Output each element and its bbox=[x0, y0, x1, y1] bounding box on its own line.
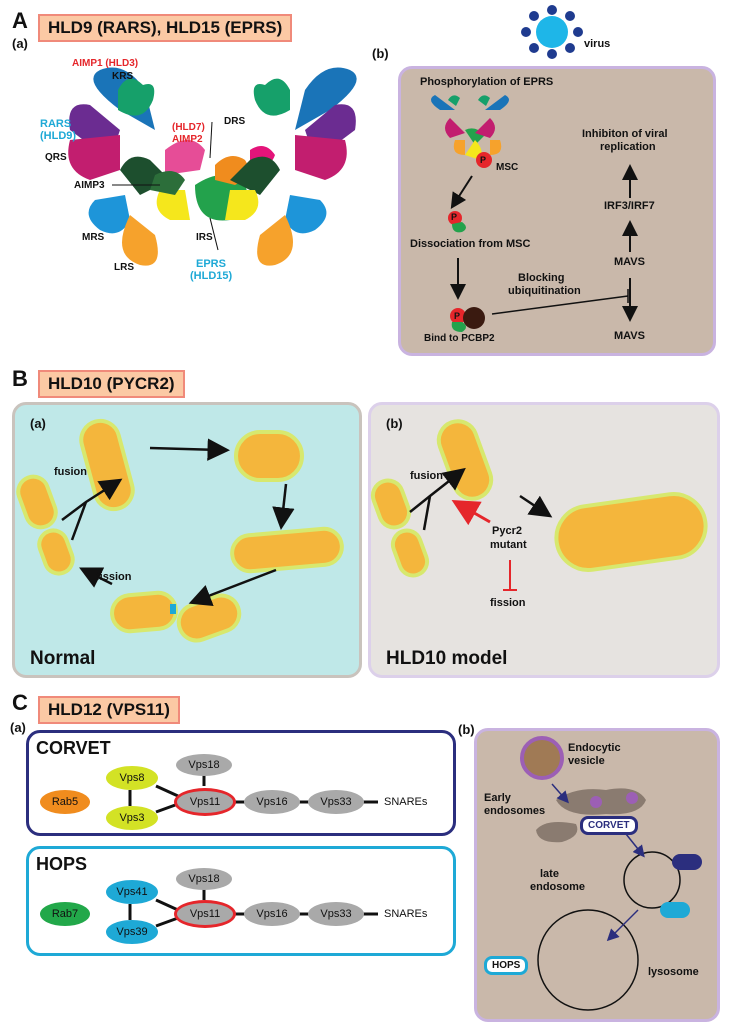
section-a-sub-a: (a) bbox=[12, 36, 28, 51]
fission-label-model: fission bbox=[490, 597, 526, 609]
vps18-node-corvet: Vps18 bbox=[176, 754, 232, 776]
label-rars: RARS bbox=[40, 118, 72, 130]
section-b-title: HLD10 (PYCR2) bbox=[38, 370, 185, 398]
label-qrs: QRS bbox=[45, 152, 67, 163]
mavs-label-2: MAVS bbox=[614, 330, 645, 342]
label-aimp3: AIMP3 bbox=[74, 180, 105, 191]
eprs-pathway-panel bbox=[398, 66, 716, 356]
section-b-sub-b: (b) bbox=[386, 416, 403, 431]
label-hld9: (HLD9) bbox=[40, 130, 77, 142]
mavs-label-1: MAVS bbox=[614, 256, 645, 268]
blocking-label-1: Blocking bbox=[518, 272, 565, 284]
blocking-label-2: ubiquitination bbox=[508, 285, 581, 297]
hops-complex-box bbox=[26, 846, 456, 956]
vps39-node: Vps39 bbox=[106, 920, 158, 944]
normal-label: Normal bbox=[30, 648, 96, 669]
section-a-sub-b: (b) bbox=[372, 46, 389, 61]
snares-label-hops: SNAREs bbox=[384, 908, 428, 920]
section-c-sub-b: (b) bbox=[458, 722, 475, 737]
vps41-node: Vps41 bbox=[106, 880, 158, 904]
virus-label: virus bbox=[584, 38, 611, 50]
corvet-title: CORVET bbox=[36, 738, 111, 758]
bind-label: Bind to PCBP2 bbox=[424, 333, 495, 344]
rab5-node: Rab5 bbox=[40, 790, 90, 814]
vps33-node-corvet: Vps33 bbox=[308, 790, 364, 814]
label-aimp2: AIMP2 bbox=[172, 134, 203, 145]
mutant-label-1: Pycr2 bbox=[492, 525, 522, 537]
vps33-node-hops: Vps33 bbox=[308, 902, 364, 926]
endocytic-label-1: Endocytic bbox=[568, 742, 621, 754]
section-c-letter: C bbox=[12, 690, 28, 715]
phospho-p-1: P bbox=[480, 155, 487, 165]
phospho-label: Phosphorylation of EPRS bbox=[420, 76, 554, 88]
label-drs: DRS bbox=[224, 116, 246, 127]
phospho-p-3: P bbox=[454, 311, 461, 321]
endocytic-label-2: vesicle bbox=[568, 755, 605, 767]
vps18-node-hops: Vps18 bbox=[176, 868, 232, 890]
inhibition-label-1: Inhibiton of viral bbox=[582, 128, 668, 140]
hops-title: HOPS bbox=[36, 854, 88, 874]
hops-tag: HOPS bbox=[484, 956, 529, 975]
section-c-sub-a: (a) bbox=[10, 720, 26, 735]
section-c-title: HLD12 (VPS11) bbox=[38, 696, 180, 724]
early-endosome-label-1: Early bbox=[484, 792, 511, 804]
section-b-letter: B bbox=[12, 366, 28, 391]
section-b-sub-a: (a) bbox=[30, 416, 46, 431]
vps16-node-corvet: Vps16 bbox=[244, 790, 300, 814]
label-krs: KRS bbox=[112, 71, 134, 82]
vps3-node: Vps3 bbox=[106, 806, 158, 830]
snares-label-corvet: SNAREs bbox=[384, 796, 428, 808]
label-mrs: MRS bbox=[82, 232, 105, 243]
early-endosome-label-2: endosomes bbox=[484, 805, 546, 817]
lysosome-label: lysosome bbox=[648, 966, 699, 978]
label-hld15: (HLD15) bbox=[190, 270, 233, 282]
label-hld7: (HLD7) bbox=[172, 122, 205, 133]
msc-label: MSC bbox=[496, 162, 519, 173]
label-irs: IRS bbox=[196, 232, 213, 243]
irf-label: IRF3/IRF7 bbox=[604, 200, 655, 212]
phospho-p-2: P bbox=[451, 212, 458, 222]
vps11-node-hops: Vps11 bbox=[174, 900, 236, 928]
label-aimp1: AIMP1 (HLD3) bbox=[72, 58, 139, 69]
fission-label-normal: fission bbox=[96, 571, 132, 583]
mutant-label-2: mutant bbox=[490, 539, 527, 551]
label-eprs: EPRS bbox=[196, 258, 226, 270]
inhibition-label-2: replication bbox=[600, 141, 656, 153]
rab7-node: Rab7 bbox=[40, 902, 90, 926]
vps16-node-hops: Vps16 bbox=[244, 902, 300, 926]
dissociation-label: Dissociation from MSC bbox=[410, 238, 531, 250]
label-lrs: LRS bbox=[114, 262, 134, 273]
late-endosome-label-2: endosome bbox=[530, 881, 586, 893]
vps11-node-corvet: Vps11 bbox=[174, 788, 236, 816]
section-a-title: HLD9 (RARS), HLD15 (EPRS) bbox=[38, 14, 293, 42]
late-endosome-label-1: late bbox=[540, 868, 559, 880]
section-a-letter: A bbox=[12, 8, 28, 33]
fusion-label-normal: fusion bbox=[54, 466, 87, 478]
corvet-complex-box bbox=[26, 730, 456, 836]
hld10-model-label: HLD10 model bbox=[386, 648, 508, 669]
fusion-label-model: fusion bbox=[410, 470, 443, 482]
corvet-tag: CORVET bbox=[580, 816, 638, 835]
vps8-node: Vps8 bbox=[106, 766, 158, 790]
